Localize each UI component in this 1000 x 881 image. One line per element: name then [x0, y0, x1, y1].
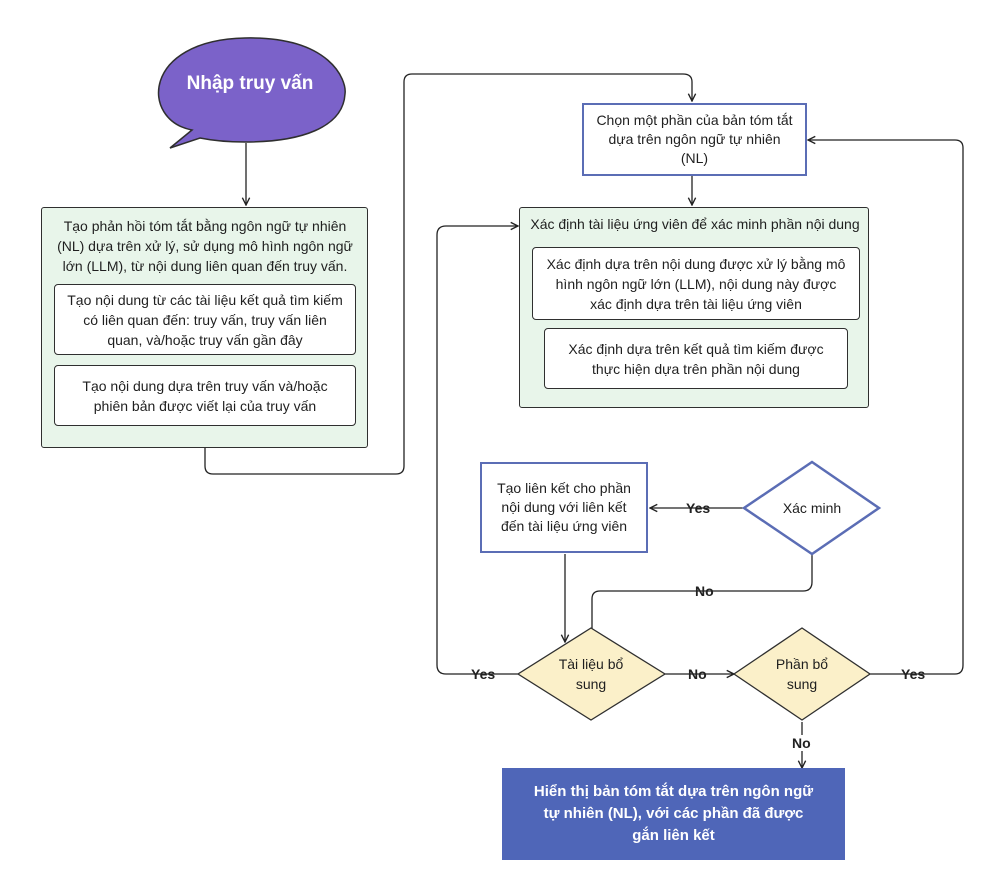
generate-summary-title: Tạo phản hồi tóm tắt bằng ngôn ngữ tự nh…: [57, 218, 353, 274]
create-link-box: Tạo liên kết cho phần nội dung với liên …: [480, 462, 648, 553]
arrow-generate-to-select: [204, 73, 692, 475]
part-no-label: No: [792, 735, 811, 751]
identify-by-llm: Xác định dựa trên nội dung được xử lý bằ…: [532, 247, 860, 320]
part-yes-label: Yes: [901, 666, 926, 682]
generate-from-query: Tạo nội dung dựa trên truy vấn và/hoặc p…: [54, 365, 356, 426]
verify-diamond: [741, 460, 882, 556]
identify-by-search: Xác định dựa trên kết quả tìm kiếm được …: [544, 328, 848, 389]
identify-candidate-title: Xác định tài liệu ứng viên để xác minh p…: [530, 216, 860, 232]
generate-summary-box: Tạo phản hồi tóm tắt bằng ngôn ngữ tự nh…: [41, 207, 368, 448]
generate-from-search-results: Tạo nội dung từ các tài liệu kết quả tìm…: [54, 284, 356, 355]
display-summary-box: Hiển thị bản tóm tắt dựa trên ngôn ngữ t…: [502, 768, 845, 860]
doc-no-label: No: [688, 666, 707, 682]
verify-no-label: No: [695, 583, 714, 599]
select-portion-box: Chọn một phần của bản tóm tắt dựa trên n…: [582, 103, 807, 176]
part-diamond-label: Phần bổ sung: [775, 656, 829, 692]
doc-yes-label: Yes: [471, 666, 496, 682]
start-label: Nhập truy vấn: [186, 73, 314, 94]
doc-diamond: [516, 627, 667, 721]
part-diamond: [732, 627, 872, 721]
verify-label: Xác minh: [782, 500, 842, 516]
arrow-part-yes-to-select: [808, 140, 964, 675]
verify-yes-label: Yes: [686, 500, 711, 516]
identify-candidate-box: Xác định tài liệu ứng viên để xác minh p…: [519, 207, 869, 408]
arrow-verify-no-to-doc: [592, 550, 813, 642]
start-bubble: [157, 37, 346, 149]
doc-diamond-label: Tài liệu bổ sung: [558, 656, 624, 692]
arrow-doc-yes-to-identify: [436, 226, 518, 675]
